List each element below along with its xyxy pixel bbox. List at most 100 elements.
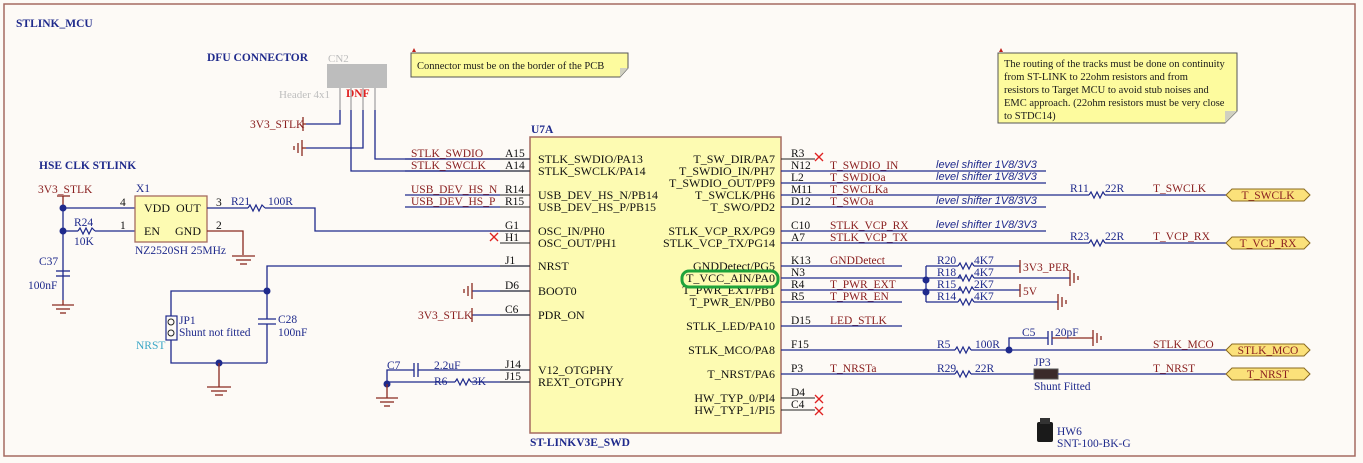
ground-icon xyxy=(293,140,306,156)
net-label: STLK_VCP_TX xyxy=(830,232,909,244)
pin-number: D15 xyxy=(791,315,811,327)
routing-note-line: from ST-LINK to 22ohm resistors and from xyxy=(1004,72,1188,83)
cn2-connector-body[interactable] xyxy=(327,64,387,88)
r21-value: 100R xyxy=(268,196,293,208)
cn2-pins xyxy=(339,88,376,110)
cn2-dnf-label: DNF xyxy=(346,88,370,100)
r29-resistor[interactable] xyxy=(954,369,972,379)
jp3-jumper[interactable] xyxy=(1033,368,1059,380)
r20-resistor[interactable] xyxy=(957,261,975,271)
pin-number: G1 xyxy=(505,220,519,232)
r11-resistor[interactable] xyxy=(1088,190,1106,200)
r6-resistor[interactable] xyxy=(454,377,472,387)
pin-name: STLK_SWCLK/PA14 xyxy=(538,164,646,178)
pin-number: L2 xyxy=(791,172,804,184)
ground-icon xyxy=(1057,294,1067,310)
r18-value: 4K7 xyxy=(974,267,994,279)
net-label: T_NRSTa xyxy=(830,363,876,375)
pdr-power-net: 3V3_STLK xyxy=(418,310,473,322)
c7-designator: C7 xyxy=(387,360,401,372)
pin-number: C10 xyxy=(791,220,810,232)
jp1-nrst-label: NRST xyxy=(136,340,165,352)
pin-number: H1 xyxy=(505,232,519,244)
pin-name: T_PWR_EN/PB0 xyxy=(690,295,775,309)
level-shifter-note: level shifter 1V8/3V3 xyxy=(936,219,1038,231)
cn2-designator: CN2 xyxy=(328,53,349,65)
hse-title: HSE CLK STLINK xyxy=(39,160,136,172)
r5-value: 100R xyxy=(975,339,1000,351)
routing-note-line: The routing of the tracks must be done o… xyxy=(1004,59,1225,70)
r6-value: 3K xyxy=(472,376,487,388)
wire-cn2-3v3 xyxy=(306,110,341,125)
r14-resistor[interactable] xyxy=(957,297,975,307)
pin-name: USB_DEV_HS_P/PB15 xyxy=(538,200,656,214)
r11-designator: R11 xyxy=(1070,183,1089,195)
pin-number: M11 xyxy=(791,184,813,196)
port-shape xyxy=(1225,236,1311,250)
r24-resistor[interactable] xyxy=(77,226,96,236)
r15-designator: R15 xyxy=(937,279,956,291)
x1-oscillator[interactable] xyxy=(134,195,208,243)
r5-resistor[interactable] xyxy=(954,345,972,355)
junction-dot xyxy=(922,276,930,284)
net-port[interactable]: T_VCP_RX xyxy=(1225,236,1311,250)
r21-resistor[interactable] xyxy=(247,203,266,213)
c5-designator: C5 xyxy=(1022,327,1036,339)
net-port[interactable]: STLK_MCO xyxy=(1225,343,1311,357)
jp3-designator: JP3 xyxy=(1034,357,1051,369)
r11-value: 22R xyxy=(1105,183,1125,195)
r18-resistor[interactable] xyxy=(957,273,975,283)
pin-number: D12 xyxy=(791,196,811,208)
c7-value: 2.2uF xyxy=(434,360,461,372)
pin-highlight-t-vcc-ain[interactable] xyxy=(680,269,780,289)
r15-resistor[interactable] xyxy=(957,285,975,295)
net-port[interactable]: T_NRST xyxy=(1225,367,1311,381)
pin-name: STLK_VCP_RX/PG9 xyxy=(668,224,775,238)
net-port[interactable]: T_SWCLK xyxy=(1225,188,1311,202)
x1-pin-label: EN xyxy=(144,224,160,238)
hw6-designator: HW6 xyxy=(1057,426,1082,438)
r24-designator: R24 xyxy=(74,217,93,229)
ic-pin-right[interactable]: R3T_SW_DIR/PA7 xyxy=(693,148,815,166)
pin-name: T_SWDIO_IN/PH7 xyxy=(679,164,775,178)
pin-number: D6 xyxy=(505,280,519,292)
pin-number: J14 xyxy=(505,359,521,371)
r24-value: 10K xyxy=(74,236,95,248)
level-shifter-note: level shifter 1V8/3V3 xyxy=(936,195,1038,207)
x1-pin-number: 4 xyxy=(120,197,126,209)
ground-icon xyxy=(1092,330,1102,346)
ground-icon xyxy=(52,300,74,314)
pin-number: P3 xyxy=(791,363,803,375)
r23-resistor[interactable] xyxy=(1088,238,1106,248)
pin-name: STLK_VCP_TX/PG14 xyxy=(663,236,775,250)
pin-name: PDR_ON xyxy=(538,308,585,322)
pin-name: USB_DEV_HS_N/PB14 xyxy=(538,188,658,202)
ic-u7a-body[interactable] xyxy=(529,136,782,434)
pin-name: STLK_LED/PA10 xyxy=(686,319,775,333)
r20-value: 4K7 xyxy=(974,255,994,267)
x1-designator: X1 xyxy=(136,183,150,195)
r15-value: 2K7 xyxy=(974,279,994,291)
x1-pin-number: 2 xyxy=(216,220,222,232)
